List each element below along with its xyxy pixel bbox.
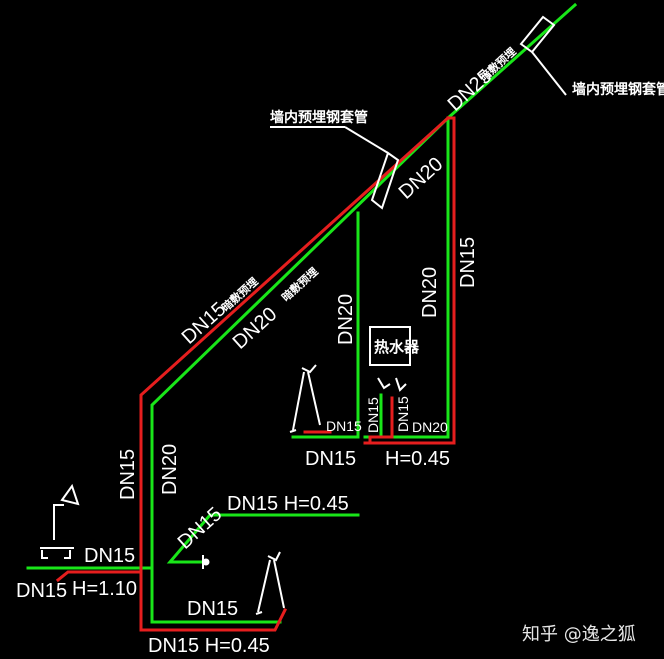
label-bottom-h045: DN15 H=0.45 (148, 635, 270, 657)
label-heater: 热水器 (374, 338, 420, 356)
hot-shower-branch (55, 570, 143, 583)
cold-main-riser (150, 2, 578, 624)
label-shower-left-dn15: DN15 (16, 580, 67, 602)
label-sink-dn15: DN15 (305, 448, 356, 470)
label-right-dn15: DN15 (457, 237, 479, 288)
label-wall-sleeve-right: 墙内预埋钢套管 (572, 81, 664, 98)
label-branch-h045: DN15 H=0.45 (227, 493, 349, 515)
faucet-icon (289, 364, 321, 433)
wall-sleeve-right (519, 15, 556, 54)
label-heater-cold-dn15: DN15 (365, 397, 381, 433)
faucet-icon-bottom (255, 551, 285, 615)
label-shower-h: H=1.10 (72, 578, 137, 600)
wall-sleeve-mid (370, 151, 400, 210)
label-left-dn15: DN15 (117, 449, 139, 500)
hot-riser-right (363, 116, 456, 445)
label-heater-dn20: DN20 (412, 419, 448, 435)
label-vert-dn20: DN20 (335, 294, 357, 345)
valve-knob-icon (202, 558, 210, 566)
label-embed-note-top: 暗敷预埋 (477, 44, 519, 84)
hot-heater-outlet (368, 396, 394, 445)
label-bottom-dn15: DN15 (187, 598, 238, 620)
water-heater-box (369, 326, 411, 366)
fixtures (40, 326, 411, 615)
label-left-dn20: DN20 (159, 444, 181, 495)
sleeve-leader-mid (344, 126, 389, 154)
label-heater-hot-dn15: DN15 (395, 396, 411, 432)
watermark: 知乎 @逸之狐 (522, 624, 636, 645)
hot-water-pipes (55, 115, 456, 632)
shower-head-icon (40, 483, 80, 559)
label-embed-note-mid: 暗敷预埋 (279, 264, 321, 304)
label-right-dn20: DN20 (419, 267, 441, 318)
label-sink-dn15-small: DN15 (326, 418, 362, 434)
sleeve-leader-right (531, 51, 567, 96)
cold-branch-h045 (166, 513, 360, 564)
heater-valve-icon (377, 377, 407, 392)
label-shower-dn15: DN15 (84, 545, 135, 567)
cold-water-pipes (26, 2, 578, 624)
label-branch-diag-dn15: DN15 (174, 503, 227, 554)
cold-branch-to-heater (291, 211, 360, 439)
label-heater-h: H=0.45 (385, 448, 450, 470)
hot-main (139, 115, 451, 632)
labels: DN25 暗敷预埋 墙内预埋钢套管 墙内预埋钢套管 DN20 DN15 DN20… (16, 44, 664, 657)
wall-sleeves (270, 15, 567, 210)
label-wall-sleeve-mid: 墙内预埋钢套管 (270, 109, 368, 126)
